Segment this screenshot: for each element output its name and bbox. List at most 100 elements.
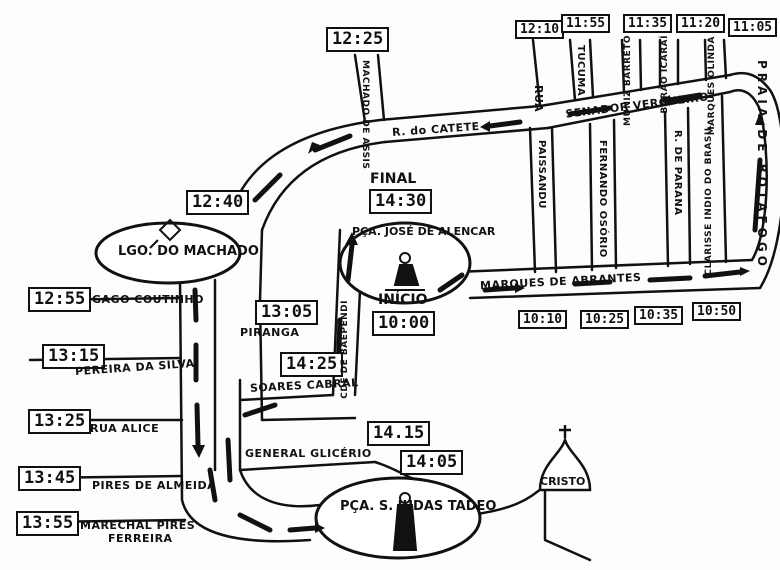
time-box-1050: 10:50 — [692, 302, 742, 321]
route-arrow-14 — [207, 467, 218, 503]
route-arrow-4 — [702, 269, 743, 279]
label-muniz-barreto: MUNIZ BARRETO — [623, 35, 633, 126]
label-largo-machado: LGO. DO MACHADO — [118, 244, 259, 259]
street-up-2l — [568, 38, 577, 102]
label-inicio: INÍCIO — [378, 292, 428, 308]
time-box-1425: 14:25 — [280, 352, 344, 377]
route-arrow-1 — [482, 285, 518, 293]
time-box-1025: 10:25 — [580, 310, 630, 329]
route-arrow-13 — [194, 402, 201, 448]
street-fernando-r — [612, 118, 618, 270]
street-up-3l — [620, 38, 626, 94]
label-cde-baependi: CDE DE BAEPENDI — [340, 300, 350, 399]
label-rua-alice: RUA ALICE — [90, 422, 160, 435]
street-machado-assis-l — [353, 53, 367, 124]
street-soares-cabral-2 — [260, 416, 357, 422]
route-arrow-20 — [345, 242, 355, 283]
time-box-1210: 12:10 — [515, 20, 565, 39]
time-box-1305: 13:05 — [255, 300, 319, 325]
cristo-chapel — [538, 436, 592, 492]
route-arrow-3 — [647, 275, 693, 283]
route-arrow-11 — [192, 287, 199, 323]
street-arc-inner — [260, 140, 387, 232]
street-senador-vergueiro-bottom — [546, 90, 732, 130]
street-up-5l — [703, 38, 708, 82]
label-pires-almeida: PIRES DE ALMEIDA — [92, 479, 217, 492]
route-arrow-2 — [572, 279, 613, 287]
street-fernando-l — [588, 122, 594, 272]
label-fernando-osorio: FERNANDO OSÓRIO — [597, 140, 608, 258]
street-catete-bottom — [383, 126, 550, 144]
label-tucuma: TUCUMA — [575, 45, 586, 97]
route-arrow-21 — [437, 272, 465, 293]
label-praca-jose-alencar: PÇA. JOSÉ DE ALENCAR — [352, 225, 496, 238]
time-box-1120: 11:20 — [676, 14, 726, 33]
time-box-1315: 13:15 — [42, 344, 106, 369]
cross-icon — [559, 425, 571, 438]
route-arrow-17 — [225, 437, 233, 483]
label-piranga: PIRANGA — [240, 326, 300, 339]
label-praia-botafogo: PRAIA DE BOTAFOGO — [755, 60, 769, 270]
street-machado-assis-r — [376, 53, 386, 122]
monument-icon — [149, 218, 182, 249]
time-box-1155: 11:55 — [561, 14, 611, 33]
street-left-inner — [238, 378, 322, 508]
saint-statue-icon — [392, 492, 418, 551]
route-arrow-6 — [667, 92, 703, 103]
time-box-1105: 11:05 — [728, 18, 778, 37]
label-marechal-pires: MARECHAL PIRES — [80, 519, 196, 532]
label-general-glicerio: GENERAL GLICÉRIO — [245, 447, 372, 460]
label-barao-icarai: BARÃO ICARAÍ — [660, 35, 670, 114]
route-arrow-16 — [287, 525, 318, 533]
street-arc-outer — [230, 118, 382, 212]
time-box-1000: 10:00 — [372, 311, 436, 336]
statue-icon — [385, 252, 425, 291]
street-baependi-right — [353, 288, 362, 397]
street-paissandu-r — [550, 126, 558, 274]
street-up-1 — [531, 38, 542, 108]
street-catete-top — [378, 104, 542, 122]
time-box-1405: 14:05 — [400, 450, 464, 475]
street-marques-abrantes-bottom — [468, 286, 762, 300]
street-paissandu-l — [528, 126, 537, 274]
street-curve-outer — [728, 71, 780, 290]
label-marques-olinda: MARQUES OLINDA — [707, 36, 717, 136]
label-rua-parana: R. DE PARANA — [672, 130, 683, 216]
time-box-1240: 12:40 — [186, 190, 250, 215]
street-parana-l — [663, 110, 670, 268]
time-box-1135: 11:35 — [623, 14, 673, 33]
street-glicerio — [238, 460, 377, 472]
route-arrow-5 — [752, 157, 763, 233]
label-ferreira: FERREIRA — [108, 532, 173, 545]
label-cristo: CRISTO — [540, 475, 586, 488]
route-arrow-15 — [237, 512, 273, 533]
time-box-1345: 13:45 — [18, 466, 82, 491]
route-arrow-7 — [567, 105, 613, 117]
label-final: FINAL — [370, 171, 417, 187]
street-up-3r — [638, 38, 643, 92]
street-left-outer — [178, 278, 312, 543]
route-arrow-18 — [242, 402, 278, 418]
time-box-1415: 14.15 — [367, 421, 431, 446]
time-box-1035: 10:35 — [634, 306, 684, 325]
street-soares-cabral — [238, 393, 335, 402]
label-praca-sao-judas: PÇA. S. JUDAS TADEO — [340, 499, 497, 514]
label-gago-coutinho: GAGO COUTINHO — [92, 293, 204, 306]
street-up-2r — [588, 38, 595, 99]
time-box-1355: 13:55 — [16, 511, 80, 536]
street-clarisse — [720, 94, 728, 264]
street-up-5r — [722, 38, 728, 80]
label-paissandu: PAISSANDU — [536, 140, 547, 209]
route-arrow-10 — [252, 172, 283, 203]
street-curve-inner — [728, 89, 768, 262]
time-box-1010: 10:10 — [518, 310, 568, 329]
route-arrow-9 — [312, 133, 353, 153]
route-arrow-8 — [487, 119, 523, 129]
label-machado-assis: MACHADO DE ASSIS — [360, 60, 370, 170]
label-clarisse-indio: CLARISSE INDIO DO BRASIL — [704, 125, 714, 276]
street-parana-r — [686, 106, 692, 266]
label-rua: RUA — [532, 85, 545, 113]
street-senador-vergueiro-top — [538, 73, 732, 108]
